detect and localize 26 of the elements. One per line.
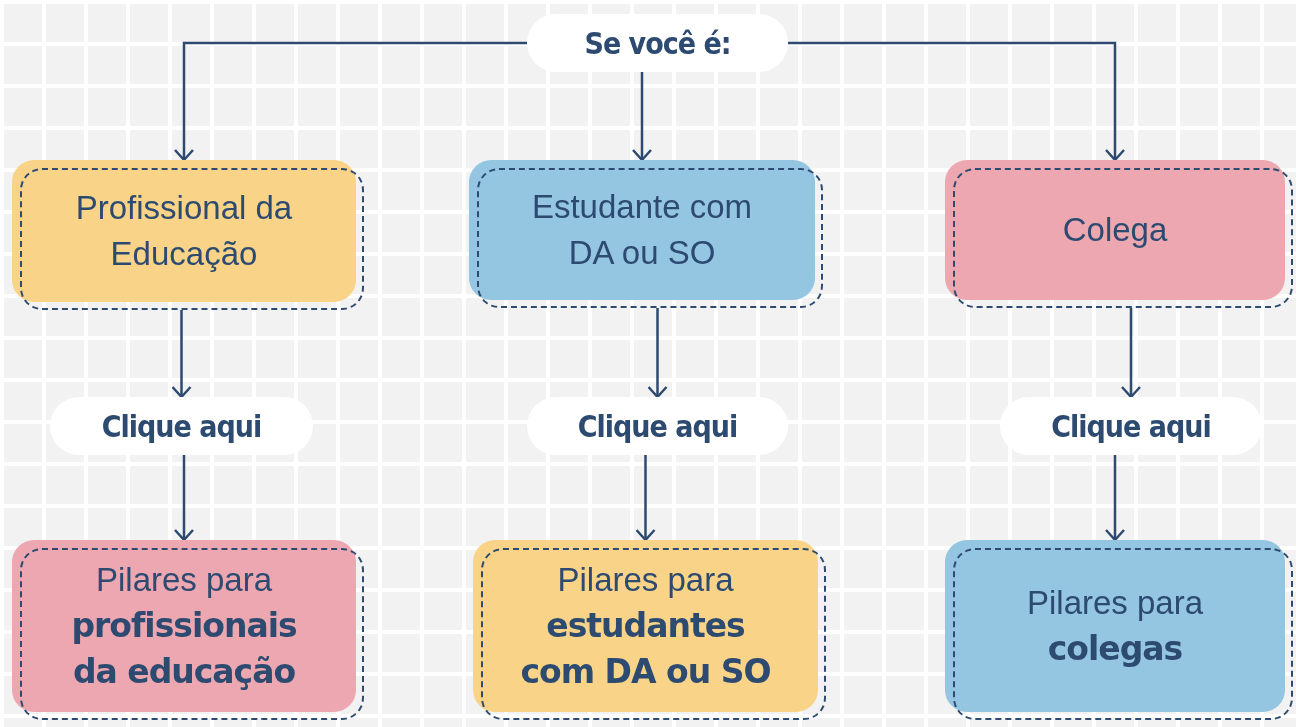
box-label: Estudante com DA ou SO <box>530 186 754 273</box>
arrow <box>173 455 195 542</box>
arrow <box>647 308 668 399</box>
arrow <box>1104 455 1126 542</box>
arrow <box>631 72 653 162</box>
arrow <box>171 310 192 399</box>
dashed-card <box>945 160 1293 308</box>
arrow <box>788 41 1126 162</box>
dashed-card <box>945 540 1293 720</box>
button-label: Se você é: <box>584 24 731 63</box>
dashed-card <box>12 540 364 720</box>
arrow <box>1120 308 1142 399</box>
arrow <box>173 41 527 162</box>
dashed-card <box>12 160 364 310</box>
box-label: Pilares para estudantes com DA ou SO <box>519 559 772 694</box>
box-label: Pilares para colegas <box>1025 582 1205 670</box>
box-label: Pilares para profissionais da educação <box>70 559 298 694</box>
arrow <box>635 455 656 542</box>
button-label: Clique aqui <box>577 407 738 446</box>
box-label: Profissional da Educação <box>74 187 294 274</box>
dashed-card <box>473 540 826 720</box>
dashed-card <box>469 160 823 308</box>
label-pill <box>1000 397 1262 455</box>
button-label: Clique aqui <box>1051 407 1211 446</box>
button-label: Clique aqui <box>101 407 262 446</box>
box-label: Colega <box>1062 209 1168 250</box>
